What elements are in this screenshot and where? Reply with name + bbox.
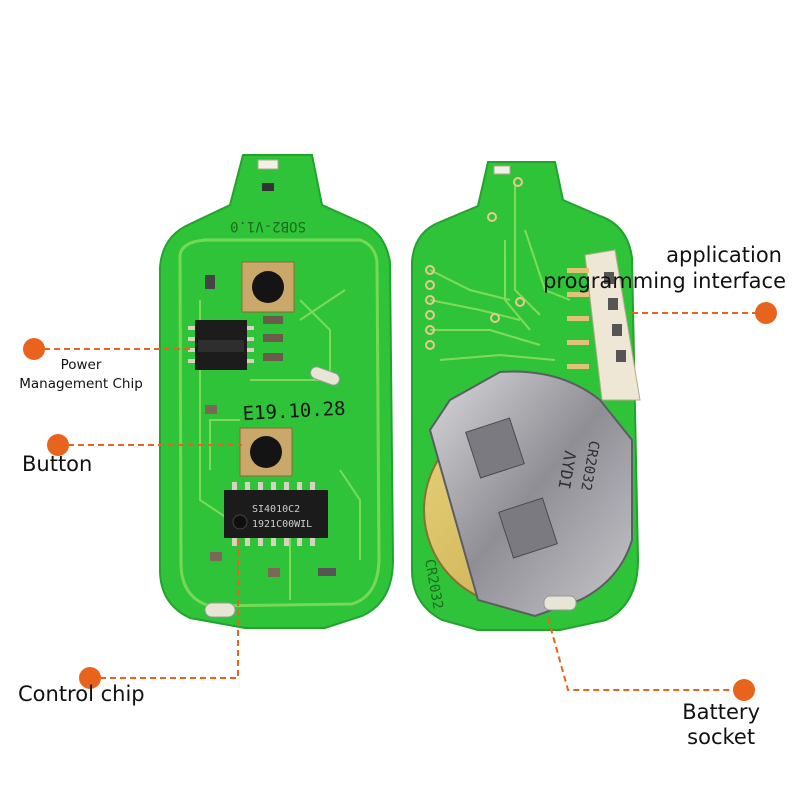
battery-socket-label: Battery socket bbox=[682, 700, 760, 750]
label-line: Power bbox=[60, 357, 102, 373]
power-management-chip bbox=[188, 320, 254, 370]
smd-component bbox=[318, 568, 336, 576]
board-model-marking: SOB2-V1.0 bbox=[230, 218, 306, 234]
callout-power-management bbox=[23, 338, 190, 360]
front-board-outline bbox=[159, 154, 395, 629]
push-button-top bbox=[241, 261, 295, 313]
smd-resistor bbox=[262, 183, 274, 191]
smd-component bbox=[263, 353, 283, 361]
callout-programming-interface bbox=[632, 302, 777, 324]
chip-marking-line1: SI4010C2 bbox=[252, 504, 300, 515]
push-button-bottom bbox=[239, 427, 293, 477]
callout-control-chip bbox=[79, 538, 239, 689]
control-chip: SI4010C2 1921C00WIL bbox=[224, 482, 328, 546]
smd-led bbox=[257, 159, 279, 170]
smd-led bbox=[493, 165, 511, 175]
callout-dot bbox=[79, 667, 101, 689]
label-line: application bbox=[666, 243, 782, 267]
smd-component bbox=[210, 552, 222, 561]
callout-battery-socket bbox=[547, 617, 755, 701]
callout-dot bbox=[755, 302, 777, 324]
callout-dot bbox=[47, 434, 69, 456]
label-line: Battery bbox=[682, 700, 760, 724]
programming-interface-label: application programming interface bbox=[543, 242, 786, 294]
label-line: programming interface bbox=[543, 269, 786, 293]
callout-button bbox=[47, 434, 242, 456]
smd-component bbox=[268, 568, 280, 577]
back-board: ΛYDI CR2032 CR2032 bbox=[411, 161, 641, 631]
battery-contact-pad bbox=[204, 602, 236, 618]
front-board: SI4010C2 1921C00WIL SOB2-V1.0 E19.10.28 bbox=[159, 154, 395, 629]
front-board-trace-ring bbox=[178, 238, 381, 608]
programming-connector bbox=[567, 249, 641, 401]
board-date-marking: E19.10.28 bbox=[242, 398, 346, 425]
smd-component bbox=[263, 334, 283, 342]
chip-marking-line2: 1921C00WIL bbox=[252, 519, 312, 530]
callout-dot bbox=[733, 679, 755, 701]
contact-pad bbox=[310, 366, 340, 386]
label-line: socket bbox=[687, 725, 756, 749]
control-chip-label: Control chip bbox=[18, 682, 145, 706]
battery-holder: ΛYDI CR2032 bbox=[428, 370, 633, 618]
label-line: Management Chip bbox=[19, 376, 143, 392]
button-label: Button bbox=[22, 452, 93, 476]
callout-dot bbox=[23, 338, 45, 360]
smd-component bbox=[205, 275, 215, 289]
smd-component bbox=[263, 316, 283, 324]
back-traces bbox=[429, 185, 571, 361]
power-management-chip-label: Power Management Chip bbox=[6, 356, 156, 394]
smd-component bbox=[205, 405, 217, 414]
via-pads bbox=[425, 177, 525, 350]
